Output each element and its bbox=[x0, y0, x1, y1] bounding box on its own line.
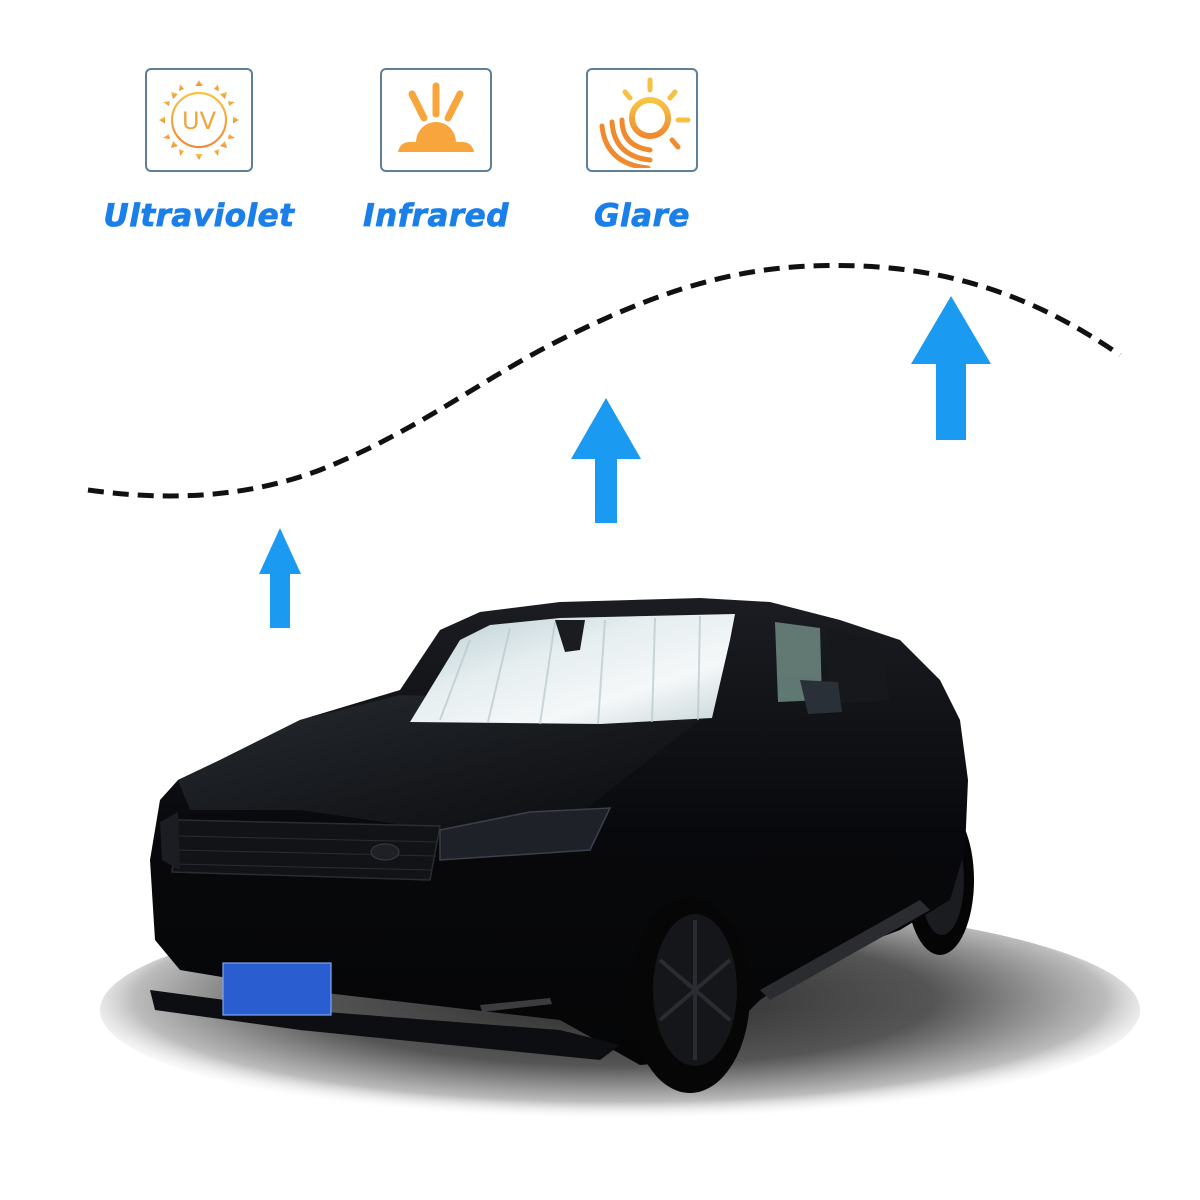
up-arrow-icon bbox=[571, 398, 641, 523]
feature-label-ultraviolet: Ultraviolet bbox=[103, 198, 295, 235]
svg-text:UV: UV bbox=[182, 107, 217, 135]
feature-infrared: Infrared bbox=[321, 68, 551, 234]
sun-glare-icon bbox=[586, 68, 698, 172]
black-suv-image bbox=[150, 598, 974, 1093]
feature-label-infrared: Infrared bbox=[363, 198, 509, 235]
uv-sun-icon: UV bbox=[145, 68, 253, 172]
dashed-curve bbox=[87, 263, 1122, 499]
up-arrow-icon bbox=[911, 296, 991, 440]
license-plate bbox=[222, 962, 332, 1016]
sunrise-icon bbox=[380, 68, 492, 172]
feature-glare: Glare bbox=[527, 68, 757, 234]
feature-label-glare: Glare bbox=[594, 198, 690, 235]
up-arrow-icon bbox=[259, 528, 301, 628]
feature-ultraviolet: UV Ultraviolet bbox=[84, 68, 314, 234]
